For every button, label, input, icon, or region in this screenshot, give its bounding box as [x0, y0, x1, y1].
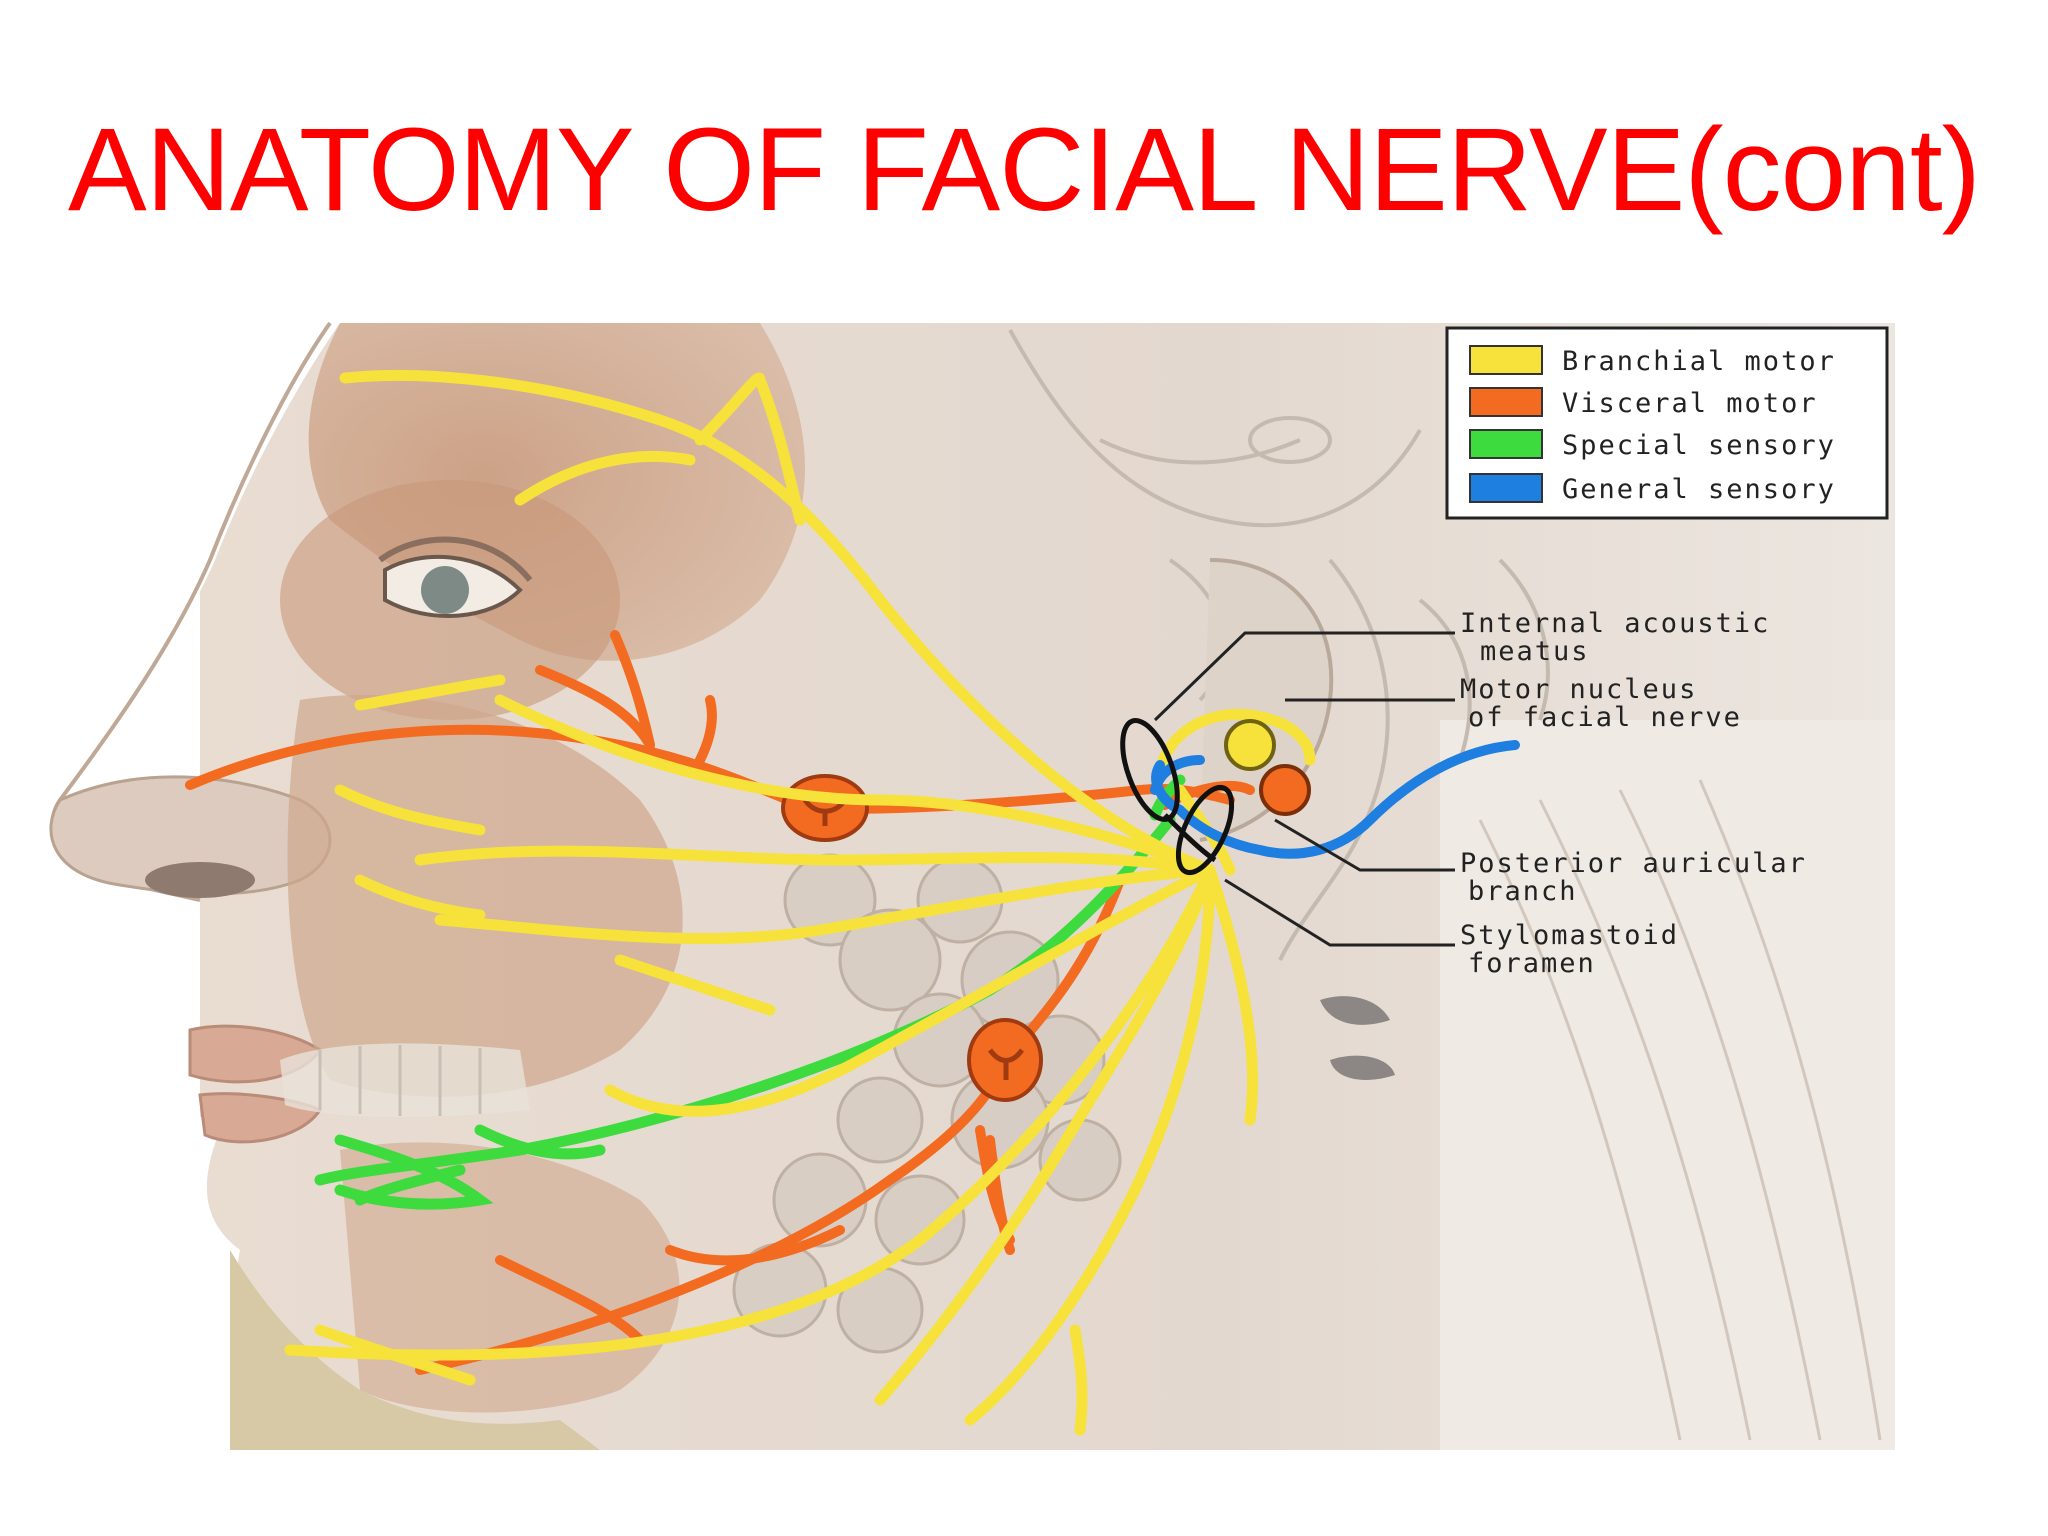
callout-motor-nucleus-line2: of facial nerve [1468, 702, 1742, 733]
slide-title: ANATOMY OF FACIAL NERVE(cont) [68, 104, 1981, 236]
legend-swatch-general-sensory [1469, 473, 1543, 503]
callout-stylomastoid-line2: foramen [1468, 948, 1596, 979]
callout-internal-acoustic-meatus-line2: meatus [1480, 636, 1590, 667]
legend-swatch-branchial-motor [1469, 345, 1543, 375]
legend-label: Branchial motor [1562, 346, 1836, 377]
legend-swatch-visceral-motor [1469, 387, 1543, 417]
legend-item-visceral-motor: Visceral motor [1469, 387, 1818, 419]
legend-label: Special sensory [1562, 430, 1836, 461]
callout-stylomastoid-line1: Stylomastoid [1460, 920, 1679, 951]
legend: Branchial motor Visceral motor Special s… [1445, 326, 1889, 520]
legend-swatch-special-sensory [1469, 429, 1543, 459]
legend-item-general-sensory: General sensory [1469, 473, 1836, 505]
callout-posterior-auricular-line2: branch [1468, 876, 1578, 907]
acoustic-meatus-outline [1120, 718, 1235, 876]
legend-label: Visceral motor [1562, 388, 1818, 419]
callout-internal-acoustic-meatus-line1: Internal acoustic [1460, 608, 1770, 639]
callout-posterior-auricular-line1: Posterior auricular [1460, 848, 1807, 879]
motor-nucleus-markers [1224, 719, 1311, 816]
branchial-motor-pathways [284, 369, 1316, 1436]
callout-leader-lines [1153, 631, 1455, 947]
legend-item-branchial-motor: Branchial motor [1469, 345, 1836, 377]
callout-motor-nucleus-line1: Motor nucleus [1460, 674, 1697, 705]
legend-item-special-sensory: Special sensory [1469, 429, 1836, 461]
callout-labels: Internal acoustic meatus Motor nucleus o… [1460, 608, 1807, 979]
legend-label: General sensory [1562, 474, 1836, 505]
